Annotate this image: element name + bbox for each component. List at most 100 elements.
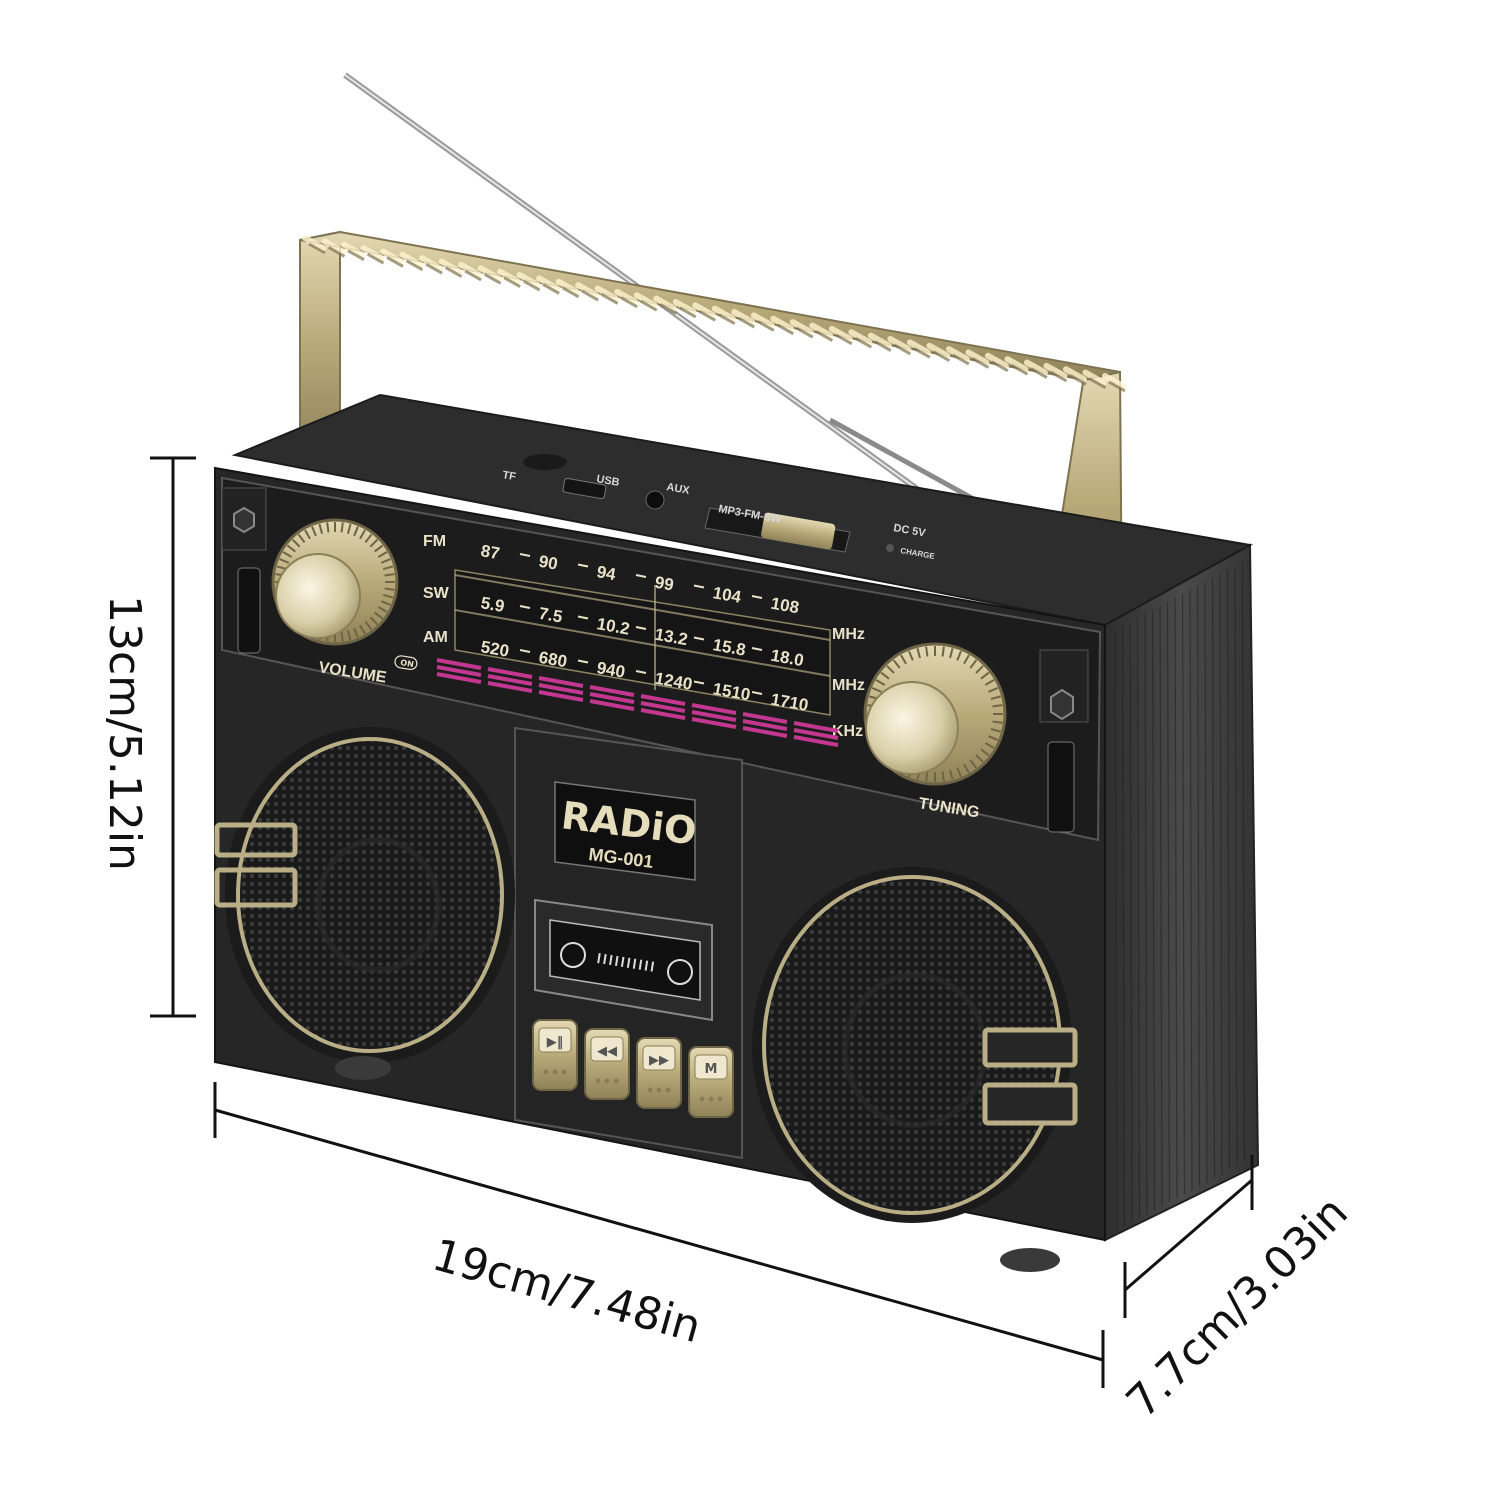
brand-plate xyxy=(554,781,696,881)
usb-port[interactable] xyxy=(562,477,607,500)
level-strip xyxy=(538,690,584,702)
band-label-am: AM xyxy=(423,629,448,646)
charge-led xyxy=(886,544,894,552)
usb-label: USB xyxy=(595,473,620,489)
reel-right-icon xyxy=(667,959,693,985)
tf-label: TF xyxy=(501,469,517,483)
foot-right xyxy=(1000,1248,1060,1272)
sw-scale-value: 7.5 xyxy=(537,604,564,627)
level-strip xyxy=(742,719,788,731)
mode-icon: M xyxy=(705,1062,718,1077)
level-strip xyxy=(487,674,533,686)
scale-dash xyxy=(693,636,705,641)
level-strip xyxy=(589,699,635,711)
play-pause-icon: ▶‖ xyxy=(547,1035,564,1050)
tuning-knob[interactable] xyxy=(863,642,1007,786)
dc-label: DC 5V xyxy=(892,522,927,540)
level-strip xyxy=(487,667,533,679)
band-label-fm: FM xyxy=(423,533,446,550)
level-strip xyxy=(742,726,788,738)
band-label-sw: SW xyxy=(423,585,450,602)
scale-dash xyxy=(751,691,763,695)
level-strip xyxy=(640,701,686,713)
aux-jack[interactable] xyxy=(645,490,665,510)
level-strip xyxy=(436,672,482,684)
mode-button[interactable]: M xyxy=(688,1046,734,1118)
hex-screw-left xyxy=(221,487,267,654)
level-strip xyxy=(793,721,839,733)
scale-dash xyxy=(577,659,589,664)
transport-buttons: ▶‖ ◀◀ ▶▶ M xyxy=(532,1019,734,1118)
scale-dash xyxy=(519,649,531,653)
scale-dash xyxy=(693,584,705,589)
fm-scale-value: 108 xyxy=(769,594,800,618)
next-button[interactable]: ▶▶ xyxy=(636,1037,682,1109)
height-label: 13cm/5.12in xyxy=(99,595,150,871)
unit-label-2: MHz xyxy=(832,677,865,694)
left-speaker xyxy=(214,727,515,1063)
wood-grain xyxy=(1114,561,1246,1231)
sw-scale-value: 5.9 xyxy=(479,593,506,616)
right-speaker xyxy=(752,867,1078,1223)
level-strip xyxy=(538,676,584,688)
am-scale-value: 940 xyxy=(595,658,626,682)
mode-slider[interactable] xyxy=(760,512,836,550)
fm-scale-value: 90 xyxy=(537,552,559,574)
level-indicator-strips xyxy=(436,658,839,747)
level-strip xyxy=(793,735,839,747)
foot-left xyxy=(335,1056,391,1080)
fm-scale-value: 87 xyxy=(479,541,501,563)
level-strip xyxy=(691,717,737,729)
fm-scale: 87 90 94 99 104 108 xyxy=(479,541,800,617)
level-strip xyxy=(589,692,635,704)
level-strip xyxy=(436,658,482,670)
depth-label: 7.7cm/3.03in xyxy=(1117,1187,1358,1428)
scale-dash xyxy=(519,605,531,609)
level-strip xyxy=(640,694,686,706)
volume-knob[interactable] xyxy=(271,518,399,646)
previous-button[interactable]: ◀◀ xyxy=(584,1028,630,1100)
level-strip xyxy=(742,712,788,724)
level-strip xyxy=(691,710,737,722)
level-strip xyxy=(793,728,839,740)
top-panel xyxy=(231,393,1253,627)
fm-scale-value: 99 xyxy=(653,573,675,595)
fm-scale-value: 104 xyxy=(711,583,743,607)
hex-screw-right xyxy=(1039,649,1089,833)
play-pause-button[interactable]: ▶‖ xyxy=(532,1019,578,1091)
scale-dash xyxy=(635,626,647,630)
cassette-window xyxy=(534,898,713,1022)
scale-dash xyxy=(577,615,589,620)
reel-left-icon xyxy=(560,942,586,968)
scale-dash xyxy=(751,647,763,651)
am-scale-value: 680 xyxy=(537,648,568,672)
scale-dash xyxy=(635,670,647,674)
fm-scale-value: 94 xyxy=(595,562,617,584)
scale-dash xyxy=(751,595,763,599)
scale-dash xyxy=(519,553,531,557)
on-label: ON xyxy=(400,658,415,669)
aux-label: AUX xyxy=(665,481,691,497)
level-strip xyxy=(538,683,584,695)
level-strip xyxy=(436,665,482,677)
scale-dash xyxy=(577,563,589,568)
level-strip xyxy=(640,708,686,720)
scale-dash xyxy=(635,574,647,578)
unit-label-3: KHz xyxy=(832,723,863,740)
next-icon: ▶▶ xyxy=(649,1053,669,1068)
previous-icon: ◀◀ xyxy=(597,1044,617,1059)
handle-ridges xyxy=(302,235,1126,393)
level-strip xyxy=(487,681,533,693)
level-strip xyxy=(691,703,737,715)
level-strip xyxy=(589,685,635,697)
height-dimension: 13cm/5.12in xyxy=(99,456,196,1018)
left-speaker-trim xyxy=(214,822,298,908)
scale-dash xyxy=(693,680,705,685)
width-label: 19cm/7.48in xyxy=(427,1229,706,1353)
right-speaker-trim xyxy=(982,1027,1078,1126)
unit-label-1: MHz xyxy=(832,626,865,643)
am-scale-value: 520 xyxy=(479,637,510,661)
